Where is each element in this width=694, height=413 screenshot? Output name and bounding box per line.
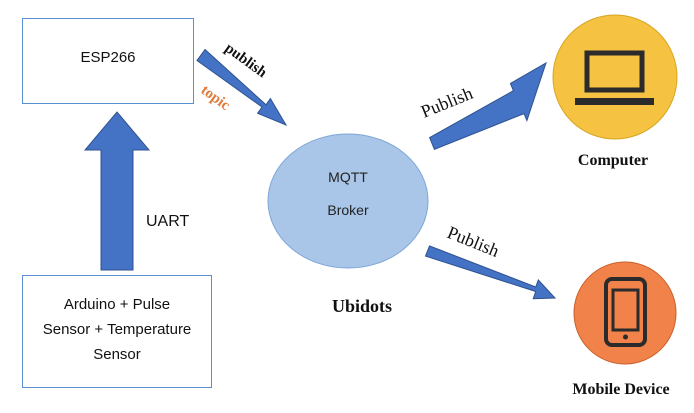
ubidots-label: Ubidots: [332, 296, 392, 316]
uart-label: UART: [146, 213, 189, 230]
broker-to-computer-arrow: [428, 61, 547, 151]
mobile-device-label: Mobile Device: [572, 381, 669, 398]
broker-to-mobile-arrow: [424, 245, 557, 300]
esp-label: ESP266: [80, 49, 136, 66]
uart-arrow: [83, 111, 151, 271]
computer-icon: [575, 50, 654, 105]
esp-node: ESP266: [22, 18, 194, 104]
mobile-phone-icon: [604, 277, 647, 347]
computer-label: Computer: [578, 152, 648, 169]
broker-label-line2: Broker: [327, 202, 369, 218]
esp-to-broker-arrow: [196, 48, 288, 127]
arduino-node: Arduino + Pulse Sensor + Temperature Sen…: [22, 275, 212, 388]
arduino-label-line1: Arduino + Pulse: [63, 296, 171, 313]
arduino-label-line3: Sensor: [93, 346, 141, 363]
topic-label: topic: [198, 82, 233, 114]
mqtt-broker-node: [267, 133, 429, 269]
broker-label-line1: MQTT: [328, 169, 368, 185]
arduino-label-line2: Sensor + Temperature: [42, 321, 192, 338]
publish-computer-label: Publish: [418, 83, 476, 122]
arduino-label: Arduino + Pulse Sensor + Temperature Sen…: [23, 292, 211, 367]
